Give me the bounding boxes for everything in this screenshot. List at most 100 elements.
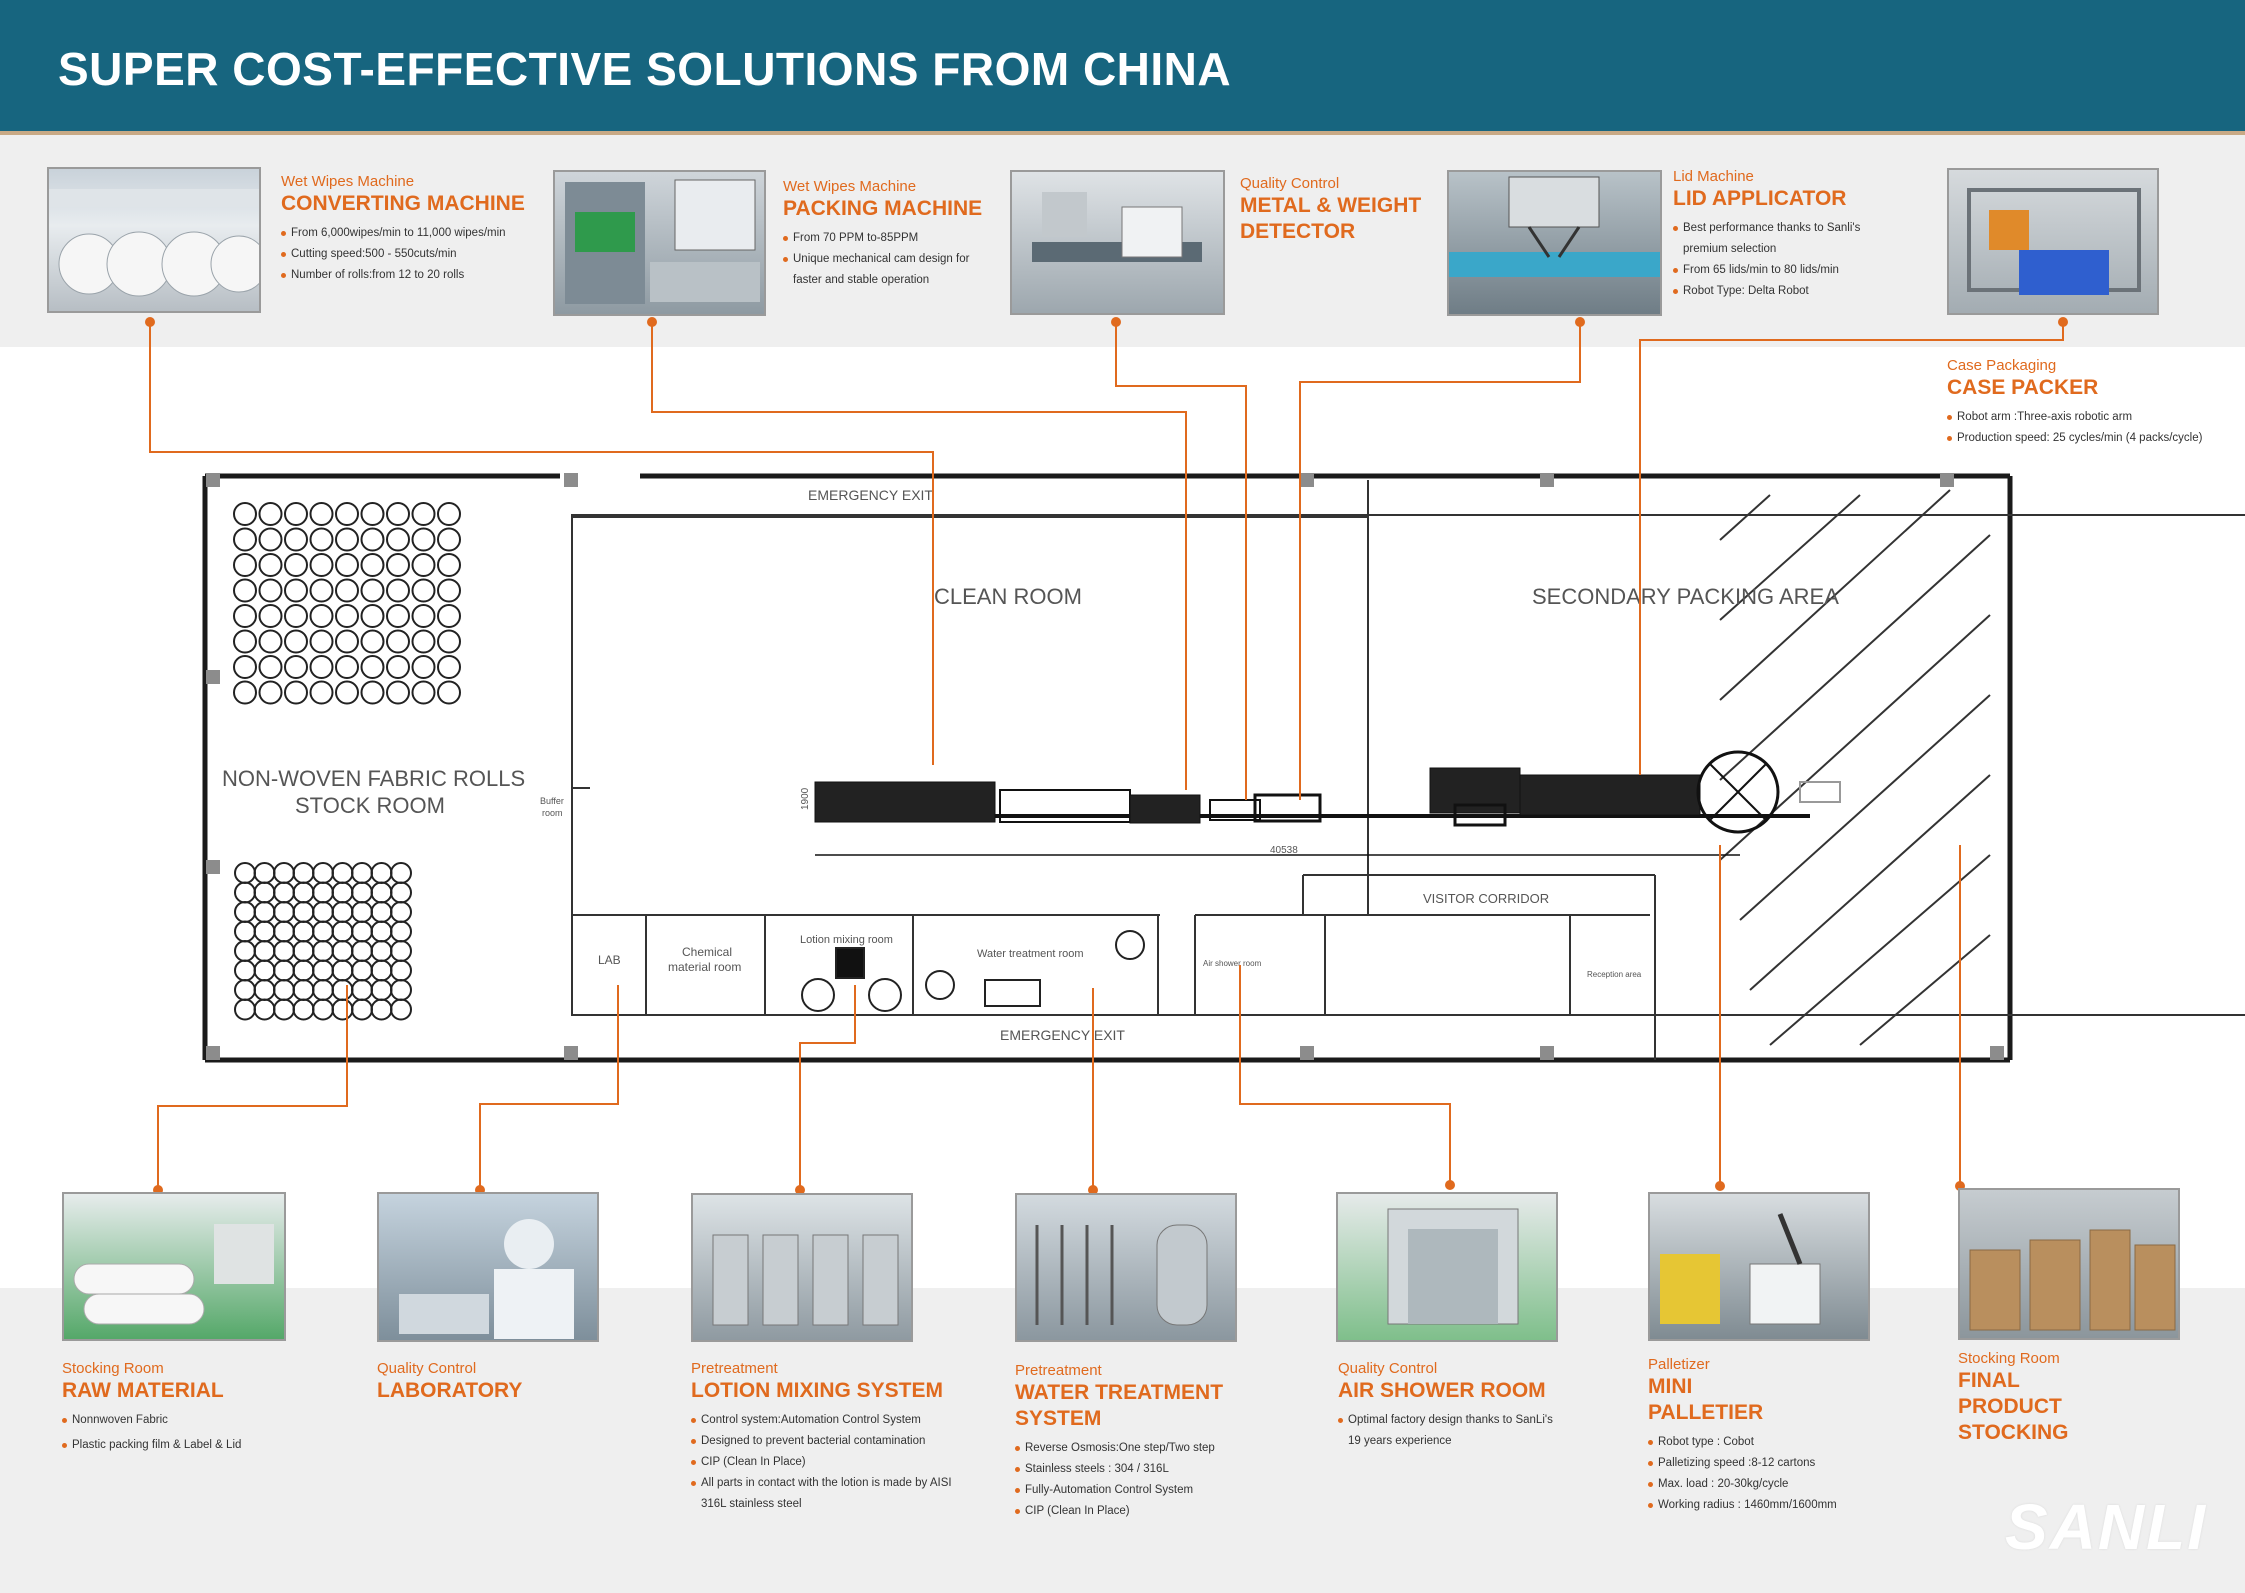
fabric-roll xyxy=(234,940,256,962)
callout-category: Lid Machine xyxy=(1673,168,1754,185)
water-room-label: Water treatment room xyxy=(977,948,1084,960)
columns xyxy=(206,473,2004,1060)
fabric-roll xyxy=(331,979,354,1001)
callout-bullet: Unique mechanical cam design for faster … xyxy=(783,249,983,291)
callout-mini-palletier: Palletizer MINI PALLETIER Robot type : C… xyxy=(1648,1356,1878,1516)
leader-lines xyxy=(149,322,2064,1190)
header-banner: SUPER COST-EFFECTIVE SOLUTIONS FROM CHIN… xyxy=(0,0,2245,135)
fabric-roll xyxy=(351,901,373,923)
fabric-roll xyxy=(386,629,410,654)
laboratory-photo xyxy=(377,1192,599,1342)
fabric-roll xyxy=(312,881,334,904)
lotion-room-label: Lotion mixing room xyxy=(800,934,893,946)
fabric-roll xyxy=(331,881,354,904)
page-title: SUPER COST-EFFECTIVE SOLUTIONS FROM CHIN… xyxy=(58,43,1232,95)
callout-case-packer: Case Packaging CASE PACKER Robot arm :Th… xyxy=(1947,357,2237,449)
fabric-roll xyxy=(273,901,295,923)
fabric-roll xyxy=(234,862,256,884)
fabric-roll xyxy=(390,998,412,1021)
fabric-roll xyxy=(386,502,410,526)
fabric-roll xyxy=(233,629,257,654)
fabric-roll xyxy=(370,920,393,943)
fabric-roll xyxy=(292,979,315,1001)
fabric-roll xyxy=(386,578,410,603)
callout-title: WATER TREATMENT SYSTEM xyxy=(1015,1381,1224,1430)
callout-bullet: Stainless steels : 304 / 316L xyxy=(1015,1459,1245,1480)
fabric-roll xyxy=(335,604,359,628)
building-outline xyxy=(202,473,2013,1063)
fabric-roll xyxy=(331,920,354,943)
callout-bullet: Robot Type: Delta Robot xyxy=(1673,281,1888,302)
air-shower-photo xyxy=(1336,1192,1558,1342)
visitor-corridor-label: VISITOR CORRIDOR xyxy=(1423,891,1549,906)
stock-room-label-1: NON-WOVEN FABRIC ROLLS xyxy=(222,766,525,791)
callout-air-shower: Quality Control AIR SHOWER ROOM Optimal … xyxy=(1338,1360,1568,1452)
callout-water-treatment: Pretreatment WATER TREATMENT SYSTEM Reve… xyxy=(1015,1362,1245,1522)
fabric-roll xyxy=(309,604,334,628)
fabric-roll xyxy=(390,862,412,884)
fabric-roll xyxy=(312,979,334,1001)
fabric-roll xyxy=(351,940,373,962)
fabric-roll xyxy=(312,940,334,962)
raw-material-photo xyxy=(62,1192,286,1341)
callout-bullet: Control system:Automation Control System xyxy=(691,1410,971,1431)
fabric-roll xyxy=(411,655,436,679)
fabric-roll xyxy=(390,881,412,904)
callout-category: Pretreatment xyxy=(691,1360,778,1377)
fabric-roll xyxy=(233,604,257,628)
callout-bullet: Robot type : Cobot xyxy=(1648,1432,1878,1453)
callout-title: METAL & WEIGHT DETECTOR xyxy=(1240,194,1422,243)
fabric-roll xyxy=(312,920,334,943)
callout-bullet: Production speed: 25 cycles/min (4 packs… xyxy=(1947,428,2237,449)
callout-bullet: From 65 lids/min to 80 lids/min xyxy=(1673,260,1888,281)
fabric-roll xyxy=(233,527,257,552)
dimension-length: 40538 xyxy=(1270,845,1298,856)
callout-bullet: Robot arm :Three-axis robotic arm xyxy=(1947,407,2237,428)
fabric-roll xyxy=(411,502,436,526)
fabric-roll xyxy=(386,680,410,705)
buffer-room-label-1: Buffer xyxy=(540,796,564,806)
fabric-roll xyxy=(331,940,354,962)
fabric-roll xyxy=(292,862,315,884)
fabric-roll xyxy=(437,604,461,628)
fabric-roll xyxy=(233,578,257,603)
fabric-roll xyxy=(273,959,295,982)
fabric-roll xyxy=(253,920,276,943)
fabric-roll xyxy=(390,920,412,943)
fabric-roll xyxy=(309,655,334,679)
callout-converting-machine: Wet Wipes Machine CONVERTING MACHINE Fro… xyxy=(281,173,551,286)
fabric-roll xyxy=(234,920,256,943)
fabric-rolls-lower xyxy=(234,862,412,1021)
fabric-roll xyxy=(258,680,283,705)
lab-label: LAB xyxy=(598,953,621,967)
fabric-roll xyxy=(335,578,359,603)
fabric-roll xyxy=(335,680,359,705)
fabric-roll xyxy=(437,655,461,679)
fabric-roll xyxy=(292,920,315,943)
callout-bullet: Working radius : 1460mm/1600mm xyxy=(1648,1495,1878,1516)
fabric-roll xyxy=(351,920,373,943)
callout-title: FINAL PRODUCT STOCKING xyxy=(1958,1369,2069,1444)
buffer-room-label-2: room xyxy=(542,808,563,818)
production-line xyxy=(814,750,1841,856)
fabric-roll xyxy=(411,680,436,705)
fabric-roll xyxy=(284,578,308,603)
callout-category: Wet Wipes Machine xyxy=(783,178,917,195)
fabric-roll xyxy=(284,604,308,628)
fabric-roll xyxy=(360,527,385,552)
fabric-roll xyxy=(234,959,256,982)
metal-weight-detector-photo xyxy=(1010,170,1225,315)
reception-label: Reception area xyxy=(1587,970,1642,979)
final-stocking-photo xyxy=(1958,1188,2180,1340)
callout-bullet: Reverse Osmosis:One step/Two step xyxy=(1015,1438,1245,1459)
sanli-logo: SANLI xyxy=(2005,1491,2207,1563)
fabric-roll xyxy=(360,629,385,654)
water-treatment-photo xyxy=(1015,1193,1237,1342)
fabric-roll xyxy=(351,998,373,1021)
fabric-roll xyxy=(335,502,359,526)
fabric-roll xyxy=(437,578,461,603)
fabric-roll xyxy=(386,553,410,577)
fabric-roll xyxy=(253,881,276,904)
fabric-roll xyxy=(309,527,334,552)
